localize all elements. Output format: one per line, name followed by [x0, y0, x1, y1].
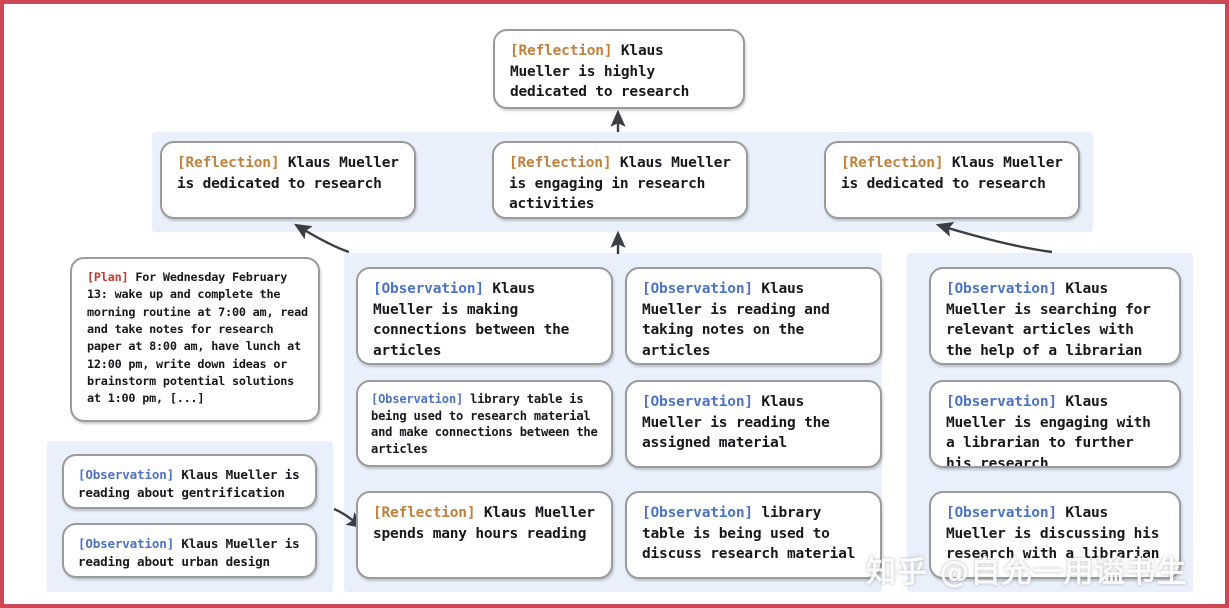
node-tag: [Observation] [78, 536, 174, 551]
node-text: Klaus Mueller is dedicated to research [177, 155, 399, 192]
columnC-node-3[interactable]: [Observation] Klaus Mueller is discussin… [929, 491, 1181, 579]
node-tag: [Observation] [946, 394, 1057, 410]
columnC-node-1[interactable]: [Observation] Klaus Mueller is searching… [929, 267, 1181, 365]
node-tag: [Observation] [946, 505, 1057, 521]
node-text: Klaus Mueller is engaging in research ac… [509, 155, 731, 213]
node-tag: [Plan] [87, 270, 129, 284]
node-text: For Wednesday February 13: wake up and c… [87, 270, 308, 406]
node-text: library table is being used to research … [371, 392, 598, 457]
reflection-node-left[interactable]: [Reflection] Klaus Mueller is dedicated … [160, 141, 416, 219]
columnC-node-2[interactable]: [Observation] Klaus Mueller is engaging … [929, 380, 1181, 468]
node-text: Klaus Mueller is reading and taking note… [642, 281, 830, 359]
node-tag: [Observation] [78, 467, 174, 482]
node-tag: [Observation] [371, 392, 464, 406]
node-text: Klaus Mueller is reading about urban des… [78, 536, 300, 570]
node-text: library table is being used to discuss r… [642, 505, 856, 563]
node-tag: [Reflection] [177, 155, 280, 171]
reflection-node-right[interactable]: [Reflection] Klaus Mueller is dedicated … [824, 141, 1080, 219]
node-tag: [Reflection] [509, 155, 612, 171]
node-text: Klaus Mueller is dedicated to research [841, 155, 1063, 192]
node-text: Klaus Mueller is making connections betw… [373, 281, 570, 359]
node-text: Klaus Mueller is highly dedicated to res… [510, 43, 690, 101]
node-text: Klaus Mueller is reading about gentrific… [78, 467, 300, 501]
node-tag: [Observation] [642, 394, 753, 410]
node-tag: [Reflection] [841, 155, 944, 171]
node-tag: [Observation] [946, 281, 1057, 297]
left-observation-node-2[interactable]: [Observation] Klaus Mueller is reading a… [62, 523, 317, 578]
columnB-node-1[interactable]: [Observation] Klaus Mueller is reading a… [625, 267, 882, 365]
node-text: Klaus Mueller spends many hours reading [373, 505, 595, 542]
columnA-node-2[interactable]: [Observation] library table is being use… [356, 380, 613, 467]
node-tag: [Observation] [642, 505, 753, 521]
left-observation-node-1[interactable]: [Observation] Klaus Mueller is reading a… [62, 454, 317, 509]
plan-node[interactable]: [Plan] For Wednesday February 13: wake u… [70, 257, 320, 422]
diagram-canvas: [Reflection] Klaus Mueller is highly ded… [4, 4, 1225, 604]
node-tag: [Reflection] [373, 505, 476, 521]
node-text: Klaus Mueller is engaging with a librari… [946, 394, 1151, 468]
watermark-text: 知乎 @自允一用谥书生 [866, 555, 1188, 590]
columnA-node-1[interactable]: [Observation] Klaus Mueller is making co… [356, 267, 613, 365]
node-tag: [Observation] [642, 281, 753, 297]
top-reflection-node[interactable]: [Reflection] Klaus Mueller is highly ded… [493, 29, 745, 109]
node-tag: [Reflection] [510, 43, 613, 59]
columnB-node-2[interactable]: [Observation] Klaus Mueller is reading t… [625, 380, 882, 468]
columnB-node-3[interactable]: [Observation] library table is being use… [625, 491, 882, 579]
node-tag: [Observation] [373, 281, 484, 297]
node-text: Klaus Mueller is reading the assigned ma… [642, 394, 830, 452]
columnA-node-3[interactable]: [Reflection] Klaus Mueller spends many h… [356, 491, 613, 579]
reflection-node-middle[interactable]: [Reflection] Klaus Mueller is engaging i… [492, 141, 748, 219]
node-text: Klaus Mueller is discussing his research… [946, 505, 1160, 563]
node-text: Klaus Mueller is searching for relevant … [946, 281, 1151, 359]
